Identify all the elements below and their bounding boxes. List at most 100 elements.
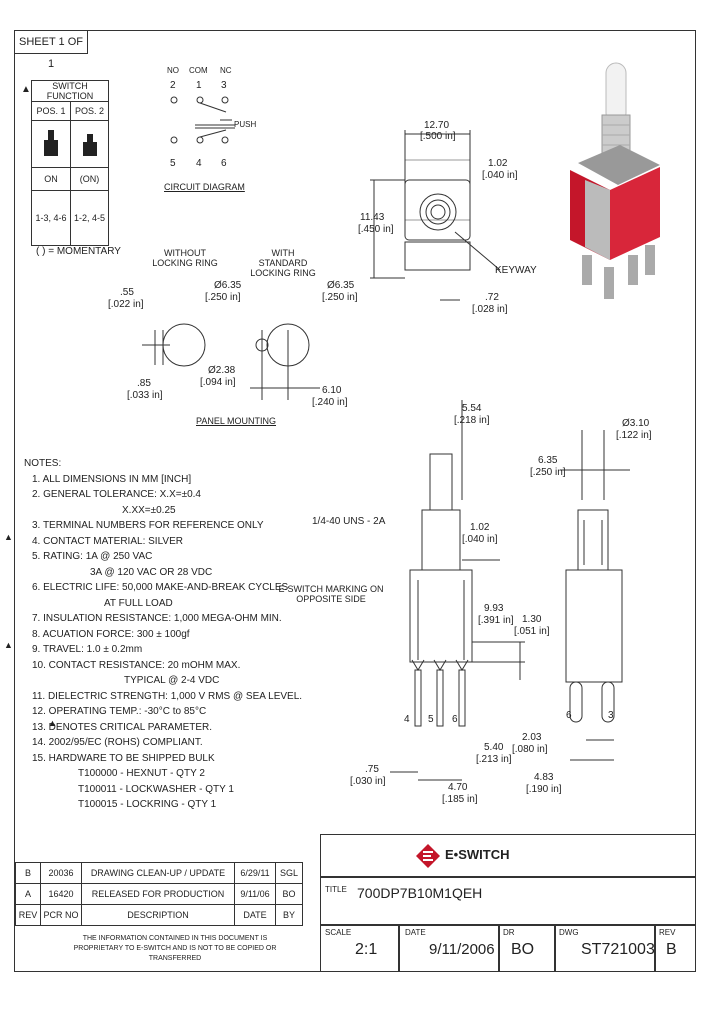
- panel-d2-in: [.250 in]: [322, 292, 358, 303]
- sv-h3: 9.93: [484, 603, 504, 614]
- note-line: 15. HARDWARE TO BE SHIPPED BULK: [32, 752, 215, 764]
- note-line: X.XX=±0.25: [122, 504, 176, 516]
- pos1-icon: [31, 120, 71, 168]
- panel-c: 6.10: [322, 385, 342, 396]
- side-pin-6: 6: [452, 714, 458, 725]
- date-box: DATE 9/11/2006: [398, 924, 500, 972]
- sv-h4-in: [.051 in]: [514, 626, 550, 637]
- date-cell: 9/11/06: [234, 883, 276, 905]
- critical-triangle-icon: ▲: [21, 84, 31, 95]
- rev-label: REV: [659, 928, 676, 937]
- header-pcr: PCR NO: [40, 904, 82, 926]
- note-line: 10. CONTACT RESISTANCE: 20 mOHM MAX.: [32, 659, 241, 671]
- pin-5: 5: [170, 158, 176, 169]
- note-line: 11. DIELECTRIC STRENGTH: 1,000 V RMS @ S…: [32, 690, 303, 702]
- panel-d2: Ø6.35: [327, 280, 355, 291]
- tv-height: 11.43: [360, 212, 385, 223]
- table-row: A 16420 RELEASED FOR PRODUCTION 9/11/06 …: [15, 883, 303, 905]
- part-number: 700DP7B10M1QEH: [357, 885, 483, 901]
- circuit-label-com: COM: [189, 66, 208, 75]
- with-ring-label: WITH STANDARD LOCKING RING: [250, 248, 316, 278]
- pos1-label: POS. 1: [31, 101, 71, 121]
- top-view-drawing: [370, 130, 501, 301]
- drawn-by-box: DR BO: [498, 924, 556, 972]
- pin-1: 1: [196, 80, 202, 91]
- momentary-note: ( ) = MOMENTARY: [36, 246, 121, 257]
- title-box: TITLE 700DP7B10M1QEH: [320, 876, 696, 926]
- note-line: NOTES:: [24, 458, 62, 469]
- header-desc: DESCRIPTION: [81, 904, 235, 926]
- sv-p2: .75: [365, 764, 379, 775]
- panel-b-in: [.033 in]: [127, 390, 163, 401]
- ev-s: 2.03: [522, 732, 542, 743]
- tv-keyway-width: 1.02: [488, 158, 508, 169]
- rev-cell: A: [15, 883, 41, 905]
- rev-box: REV B: [654, 924, 696, 972]
- header-rev: REV: [15, 904, 41, 926]
- ev-t-in: [.190 in]: [526, 784, 562, 795]
- critical-triangle-icon: ▲: [4, 640, 13, 650]
- sv-h1: 5.54: [462, 403, 482, 414]
- note-line: T100000 - HEXNUT - QTY 2: [78, 768, 205, 779]
- scale-box: SCALE 2:1: [320, 924, 400, 972]
- note-line: 6. ELECTRIC LIFE: 50,000 MAKE-AND-BREAK …: [32, 582, 289, 593]
- sheet-label: SHEET 1 OF 1: [14, 30, 88, 70]
- switch-function-table: SWITCH FUNCTION POS. 1 POS. 2 ON (ON) 1-…: [31, 80, 109, 246]
- marking-note: E-SWITCH MARKING ON OPPOSITE SIDE: [278, 584, 384, 604]
- sv-p1: 5.40: [484, 742, 504, 753]
- sv-p1-in: [.213 in]: [476, 754, 512, 765]
- note-line: T100011 - LOCKWASHER - QTY 1: [78, 783, 234, 795]
- eswitch-logo-icon: [416, 844, 440, 868]
- thread-label: 1/4-40 UNS - 2A: [312, 516, 386, 527]
- scale-label: SCALE: [325, 928, 352, 937]
- end-pin-6: 6: [566, 710, 572, 721]
- side-pin-5: 5: [428, 714, 434, 725]
- header-date: DATE: [234, 904, 276, 926]
- date-cell: 6/29/11: [234, 862, 276, 884]
- note-line: TYPICAL @ 2-4 VDC: [124, 675, 220, 686]
- pcr-cell: 16420: [40, 883, 82, 905]
- sv-h3-in: [.391 in]: [478, 615, 514, 626]
- note-line: T100015 - LOCKRING - QTY 1: [78, 799, 217, 810]
- dr-label: DR: [503, 928, 515, 937]
- ev-t: 4.83: [534, 772, 554, 783]
- panel-a-in: [.022 in]: [108, 299, 144, 310]
- side-view-drawing: [390, 400, 525, 781]
- tv-width-in: [.500 in]: [420, 131, 456, 142]
- note-line: 7. INSULATION RESISTANCE: 1,000 MEGA-OHM…: [32, 613, 282, 624]
- revision-table: B 20036 DRAWING CLEAN-UP / UPDATE 6/29/1…: [15, 862, 303, 926]
- panel-a: .55: [120, 287, 134, 298]
- without-ring-label: WITHOUT LOCKING RING: [152, 248, 218, 268]
- sv-p3: 4.70: [448, 782, 468, 793]
- rev-cell: B: [15, 862, 41, 884]
- dwg-box: DWG ST721003: [554, 924, 656, 972]
- desc-cell: RELEASED FOR PRODUCTION: [81, 883, 235, 905]
- sv-p2-in: [.030 in]: [350, 776, 386, 787]
- by-cell: SGL: [275, 862, 303, 884]
- panel-title: PANEL MOUNTING: [196, 416, 277, 426]
- critical-triangle-icon: ▲: [4, 532, 13, 542]
- critical-triangle-icon: ▲: [48, 718, 57, 728]
- circuit-label-no: NO: [167, 66, 179, 75]
- by-cell: BO: [275, 883, 303, 905]
- pos2-icon: [70, 120, 109, 168]
- note-line: 1. ALL DIMENSIONS IN MM [INCH]: [32, 473, 192, 485]
- notes-list: NOTES: 1. ALL DIMENSIONS IN MM [INCH] 2.…: [24, 456, 302, 813]
- end-pin-3: 3: [608, 710, 614, 721]
- note-line: 2. GENERAL TOLERANCE: X.X=±0.4: [32, 489, 201, 500]
- table-header-row: REV PCR NO DESCRIPTION DATE BY: [15, 904, 303, 926]
- panel-d3: Ø2.38: [208, 365, 236, 376]
- ev-d: Ø3.10: [622, 418, 650, 429]
- circuit-diagram: [170, 96, 235, 144]
- conn1: 1-3, 4-6: [31, 190, 71, 246]
- circuit-label-nc: NC: [220, 66, 232, 75]
- sv-h1-in: [.218 in]: [454, 415, 490, 426]
- product-image: [570, 62, 660, 299]
- pin-4: 4: [196, 158, 202, 169]
- note-line: 4. CONTACT MATERIAL: SILVER: [32, 535, 183, 547]
- pin-6: 6: [221, 158, 227, 169]
- panel-d1-in: [.250 in]: [205, 292, 241, 303]
- table-row: B 20036 DRAWING CLEAN-UP / UPDATE 6/29/1…: [15, 862, 303, 884]
- proprietary-note: THE INFORMATION CONTAINED IN THIS DOCUME…: [73, 935, 277, 962]
- dr-value: BO: [511, 941, 535, 958]
